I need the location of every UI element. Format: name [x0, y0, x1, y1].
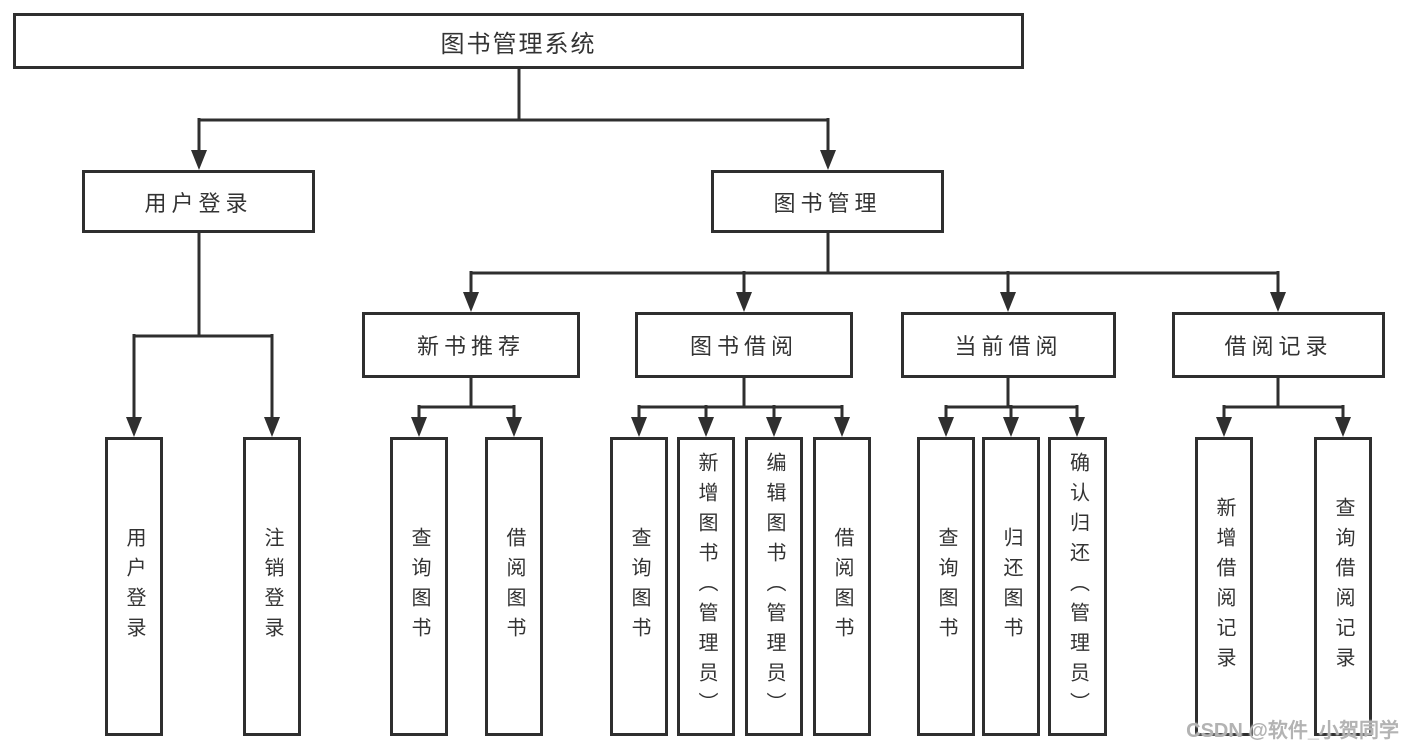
node-user-login: 用户登录 — [105, 437, 163, 736]
node-label: 确认归还（管理员） — [1066, 451, 1089, 722]
node-recommend-borrow-books: 借阅图书 — [485, 437, 543, 736]
node-borrowing-edit-books-admin: 编辑图书（管理员） — [745, 437, 803, 736]
node-label: 新书推荐 — [416, 334, 525, 359]
node-user-login-module: 用户登录 — [82, 170, 315, 233]
node-borrowing-add-books-admin: 新增图书（管理员） — [677, 437, 735, 736]
node-borrowing-borrow-books: 借阅图书 — [813, 437, 871, 736]
node-library-management-system: 图书管理系统 — [13, 13, 1024, 69]
node-label: 新增图书（管理员） — [695, 451, 717, 722]
node-current-borrowing: 当前借阅 — [901, 312, 1116, 378]
node-label: 图书借阅 — [689, 334, 798, 359]
node-label: 借阅记录 — [1224, 334, 1333, 359]
node-label: 查询图书 — [628, 526, 650, 647]
node-label: 用户登录 — [123, 526, 145, 647]
node-records-add-borrow-record: 新增借阅记录 — [1195, 437, 1253, 736]
node-label: 借阅图书 — [503, 526, 525, 647]
node-label: 查询图书 — [408, 526, 430, 647]
node-book-borrowing: 图书借阅 — [635, 312, 853, 378]
node-borrowing-query-books: 查询图书 — [610, 437, 668, 736]
node-current-query-books: 查询图书 — [917, 437, 975, 736]
node-label: 图书管理 — [773, 190, 882, 216]
node-records-query-borrow-record: 查询借阅记录 — [1314, 437, 1372, 736]
node-label: 查询图书 — [935, 526, 957, 647]
node-label: 图书管理系统 — [440, 30, 597, 58]
node-label: 用户登录 — [144, 190, 253, 216]
node-label: 借阅图书 — [831, 526, 853, 647]
node-label: 注销登录 — [261, 526, 283, 647]
node-label: 编辑图书（管理员） — [763, 451, 785, 722]
node-label: 当前借阅 — [954, 334, 1063, 359]
node-label: 归还图书 — [1000, 526, 1022, 647]
node-label: 新增借阅记录 — [1213, 496, 1235, 677]
node-recommend-query-books: 查询图书 — [390, 437, 448, 736]
arrowheads — [126, 150, 1351, 437]
csdn-watermark: CSDN @软件_小贺同学 — [1186, 720, 1399, 742]
node-current-confirm-return-admin: 确认归还（管理员） — [1048, 437, 1107, 736]
node-new-book-recommendation: 新书推荐 — [362, 312, 580, 378]
node-current-return-books: 归还图书 — [982, 437, 1040, 736]
node-borrowing-records: 借阅记录 — [1172, 312, 1385, 378]
node-logout: 注销登录 — [243, 437, 301, 736]
node-label: 查询借阅记录 — [1332, 496, 1354, 677]
node-book-management-module: 图书管理 — [711, 170, 944, 233]
